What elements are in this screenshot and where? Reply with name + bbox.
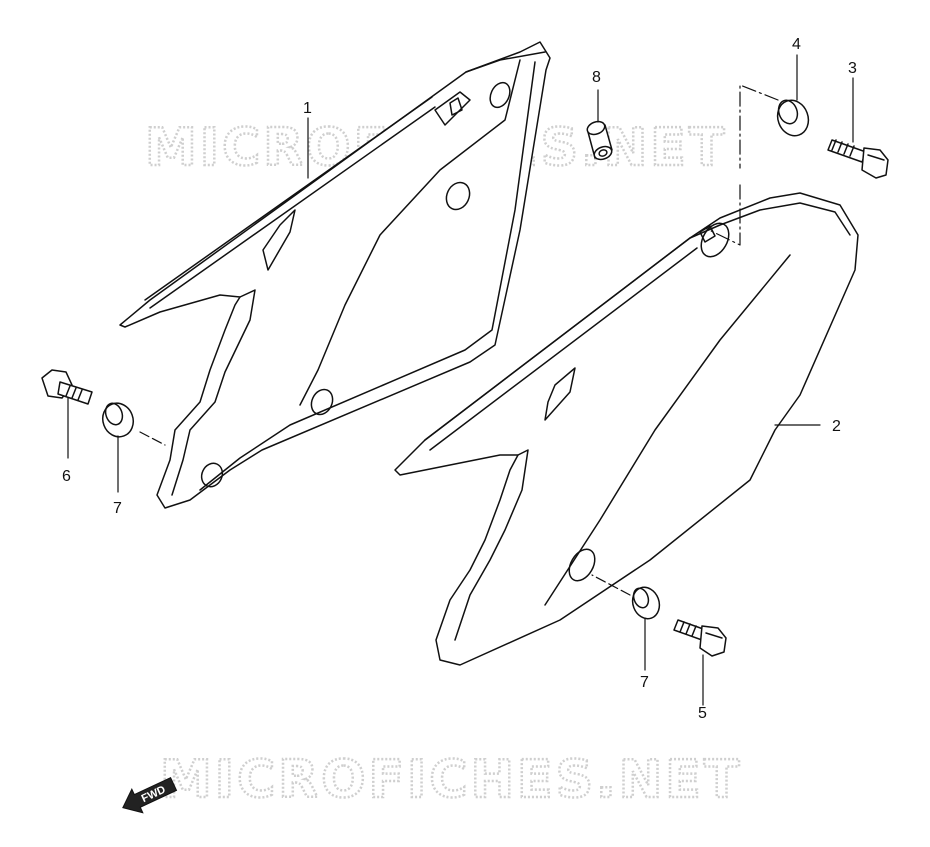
bolt-part-5 (673, 619, 727, 657)
damper-part-8 (586, 120, 613, 161)
collar-part-4 (776, 99, 810, 137)
callout-1: 1 (303, 100, 312, 117)
callout-7-bottom: 7 (640, 674, 649, 691)
callout-5: 5 (698, 705, 707, 722)
side-cover-inner (119, 41, 551, 509)
collar-part-7-left (102, 402, 134, 438)
bolt-part-3 (827, 139, 889, 179)
callout-6: 6 (62, 468, 71, 485)
watermark-bottom: MICROFICHES.NET (160, 750, 742, 810)
callout-2: 2 (832, 418, 841, 435)
bolt-part-6 (41, 369, 93, 405)
leader-lines (67, 54, 854, 706)
side-cover-outer (394, 192, 859, 666)
callout-4: 4 (792, 36, 801, 53)
callout-7-left: 7 (113, 500, 122, 517)
callout-8: 8 (592, 69, 601, 86)
callout-3: 3 (848, 60, 857, 77)
collar-part-7-bottom (631, 586, 661, 620)
